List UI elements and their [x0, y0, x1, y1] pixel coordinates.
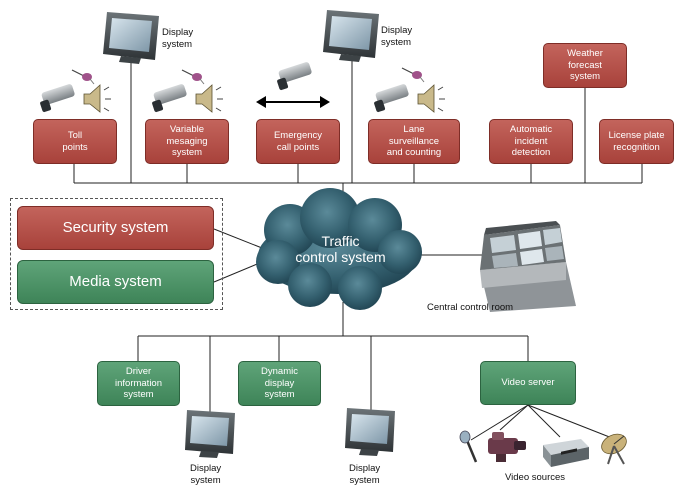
left-systems-frame	[10, 198, 223, 310]
video-camera-icon	[488, 432, 526, 462]
camera-icon	[374, 84, 409, 113]
variable-messaging-box: Variable mesaging system	[145, 119, 229, 164]
monitor-icon	[323, 10, 379, 62]
light-bulb-icon	[181, 69, 205, 85]
security-system-box: Security system	[17, 206, 214, 250]
loudspeaker-icon	[83, 84, 111, 113]
toll-points-box: Toll points	[33, 119, 117, 164]
display-label-top2: Display system	[381, 25, 413, 48]
monitor-icon	[345, 408, 395, 456]
display-label-top1: Display system	[162, 27, 194, 50]
loudspeaker-icon	[195, 84, 223, 113]
camera-icon	[277, 62, 312, 91]
video-recorder-icon	[543, 439, 589, 467]
driver-information-box: Driver information system	[97, 361, 180, 406]
video-sources-label: Video sources	[505, 472, 566, 483]
light-bulb-icon	[401, 67, 425, 83]
camera-icon	[152, 84, 187, 113]
lane-surveillance-box: Lane surveillance and counting	[368, 119, 460, 164]
license-plate-box: License plate recognition	[599, 119, 674, 164]
media-system-box: Media system	[17, 260, 214, 304]
light-bulb-icon	[71, 69, 95, 85]
control-desk-icon	[480, 221, 576, 312]
monitor-icon	[103, 12, 159, 64]
central-control-room-label: Central control room	[427, 302, 514, 313]
double-arrow-icon	[256, 96, 330, 108]
incident-detection-box: Automatic incident detection	[489, 119, 573, 164]
dynamic-display-box: Dynamic display system	[238, 361, 321, 406]
traffic-control-system-label: Traffic control system	[295, 233, 386, 265]
display-label-bottom1: Display system	[190, 463, 222, 486]
video-server-box: Video server	[480, 361, 576, 405]
cloud-shape	[256, 188, 422, 310]
camera-icon	[40, 84, 75, 113]
emergency-call-points-box: Emergency call points	[256, 119, 340, 164]
display-label-bottom2: Display system	[349, 463, 381, 486]
satellite-dish-icon	[601, 433, 627, 465]
microphone-icon	[459, 430, 478, 463]
weather-forecast-box: Weather forecast system	[543, 43, 627, 88]
monitor-icon	[185, 410, 235, 458]
loudspeaker-icon	[417, 84, 445, 113]
